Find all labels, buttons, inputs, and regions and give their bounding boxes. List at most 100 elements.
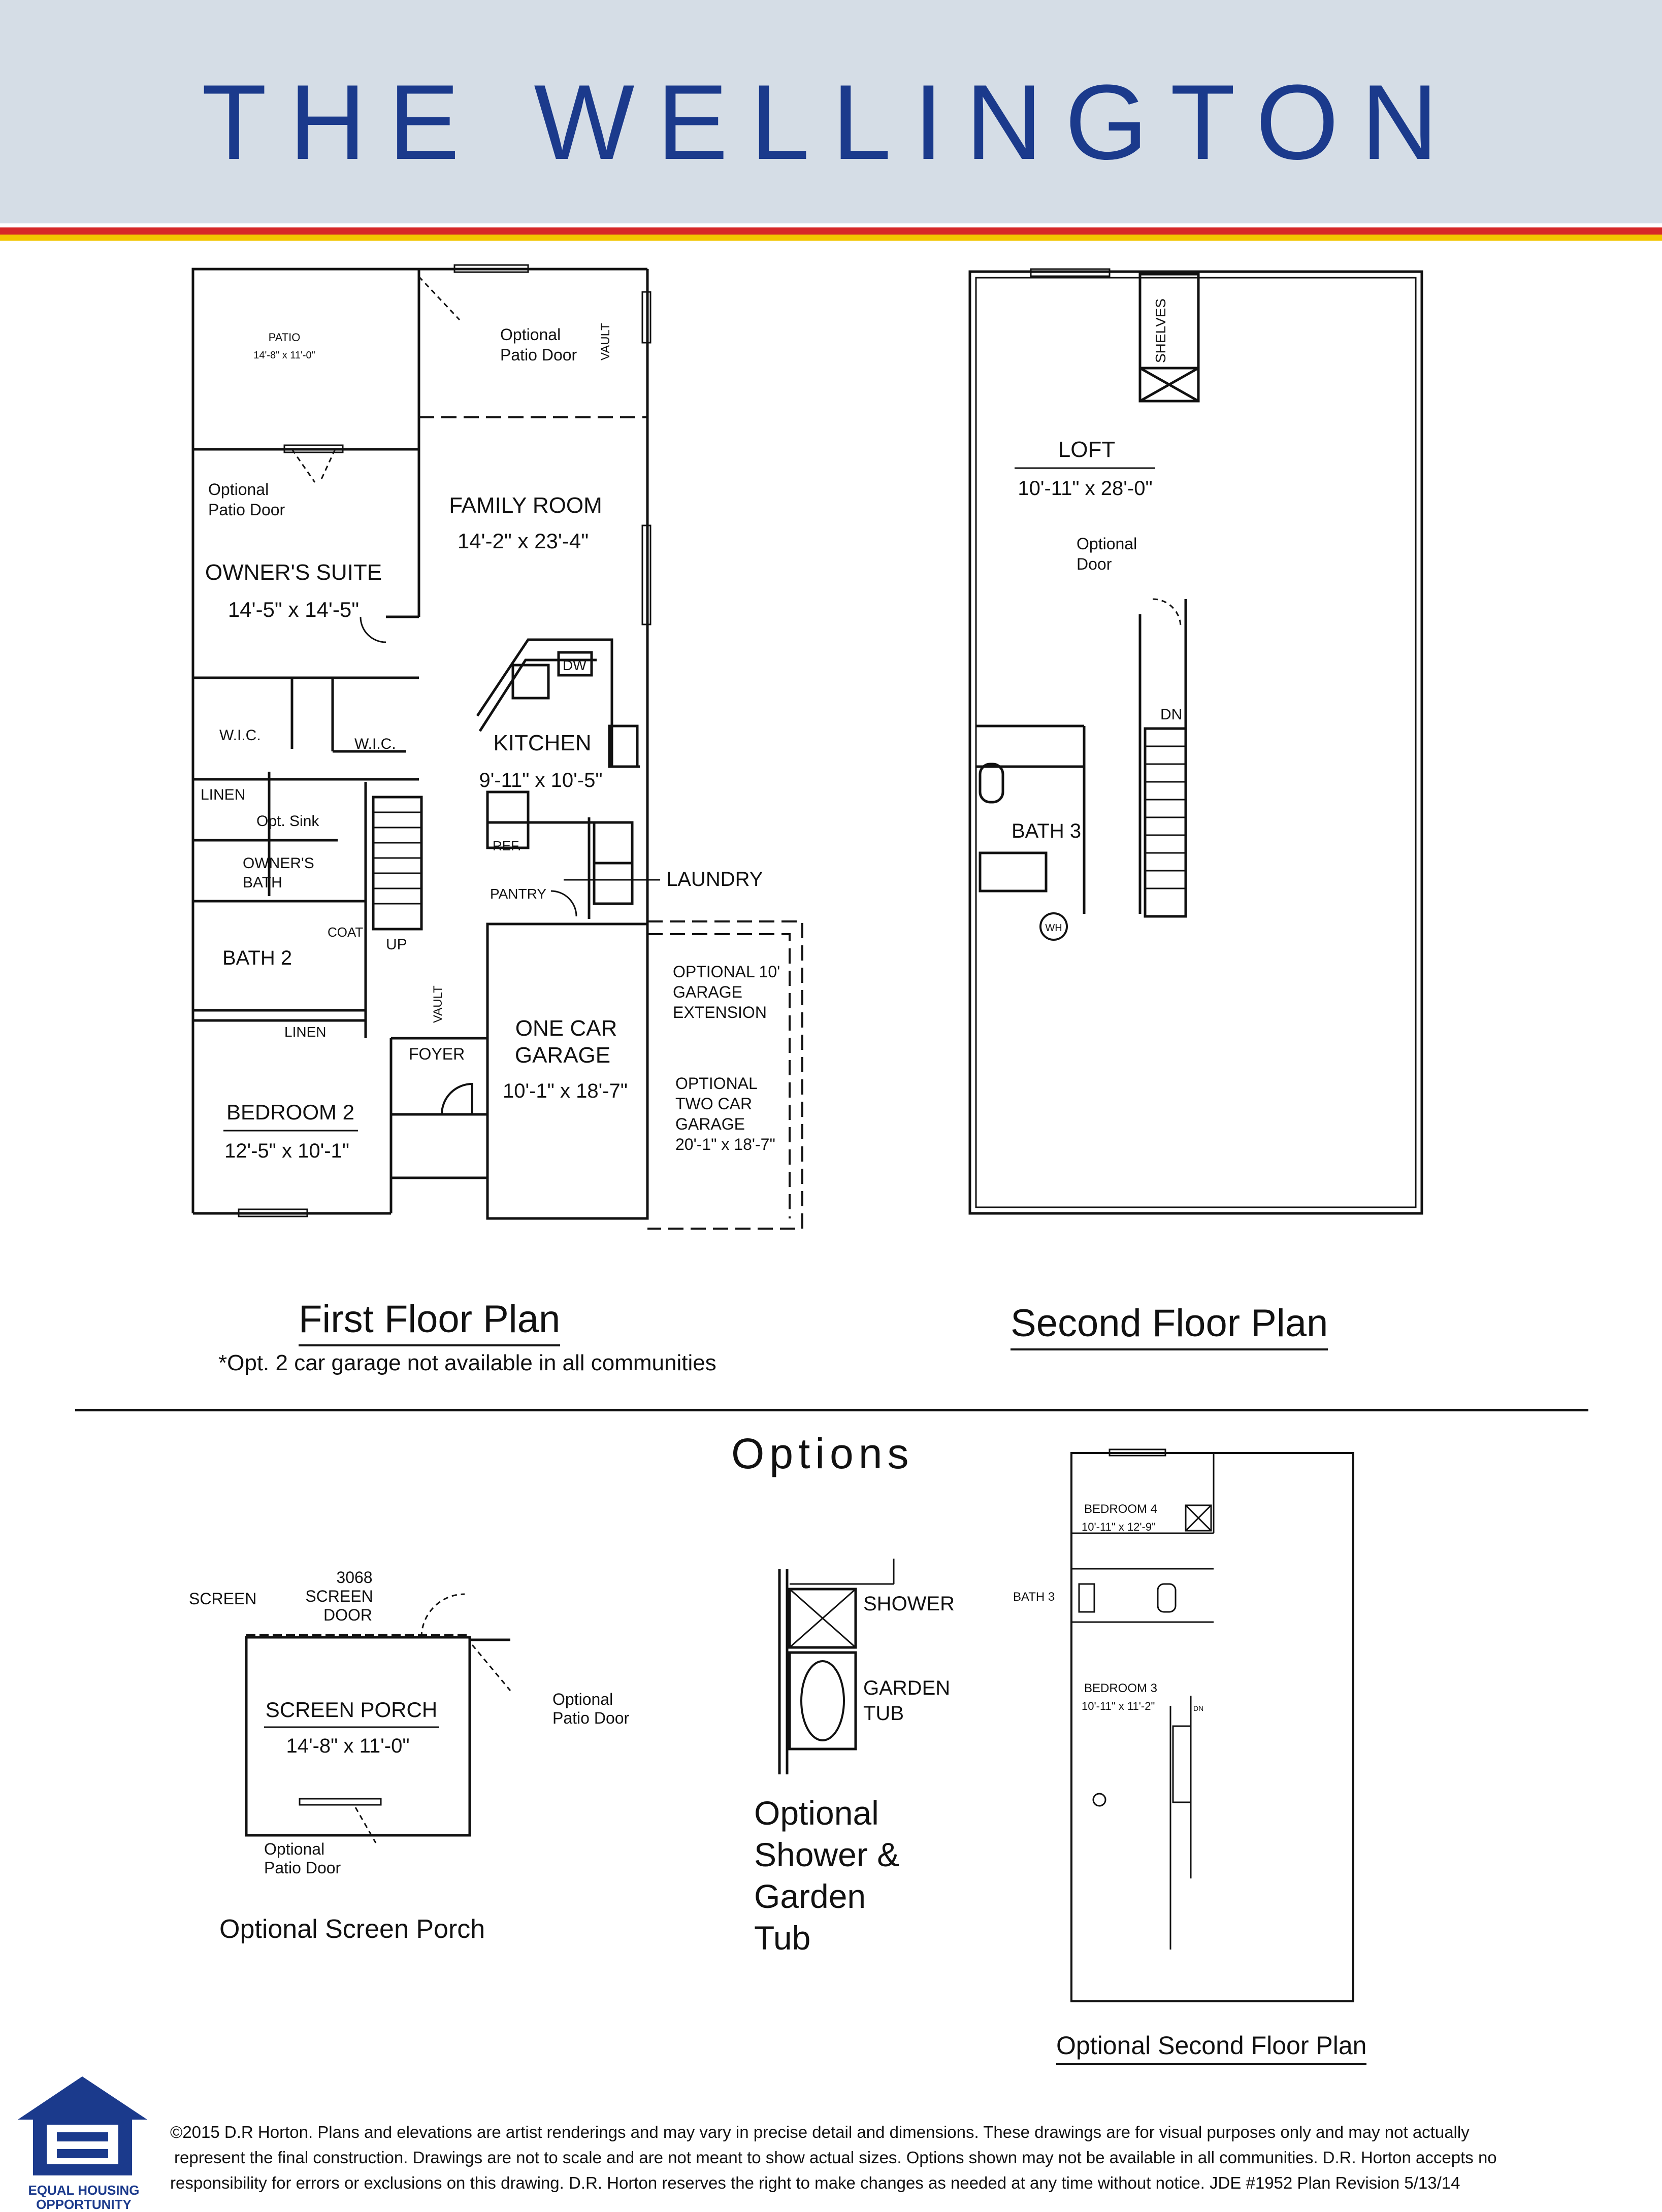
opt-dn-label: DN	[1193, 1704, 1203, 1712]
opt-10-garage-line-1: OPTIONAL 10'	[673, 963, 780, 981]
ref-label: REF.	[493, 838, 521, 853]
loft-dim: 10'-11" x 28'-0"	[1018, 477, 1152, 500]
screen-door-line-2: SCREEN	[305, 1587, 373, 1605]
bath3-label: BATH 3	[1012, 820, 1081, 842]
opt-patio-door-owner-1: Optional	[208, 480, 269, 499]
footer-line: represent the final construction. Drawin…	[174, 2148, 1497, 2167]
sp-opt-patio-door-2: Patio Door	[552, 1709, 630, 1727]
opt-two-car-line-2: TWO CAR	[675, 1095, 752, 1113]
owners-suite-dim: 14'-5" x 14'-5"	[228, 598, 359, 621]
family-room-dim: 14'-2" x 23'-4"	[458, 529, 589, 553]
garden-tub-line-1: GARDEN	[863, 1677, 950, 1699]
opt-10-garage-line-2: GARAGE	[673, 983, 742, 1001]
bedroom4-dim: 10'-11" x 12'-9"	[1082, 1521, 1156, 1533]
footer-line: responsibility for errors or exclusions …	[170, 2173, 1460, 2192]
optional-second-floor-outline	[1070, 1452, 1354, 2002]
vault-label-2: VAULT	[431, 985, 445, 1023]
opt-10-garage-line-3: EXTENSION	[673, 1003, 767, 1021]
opt-sink-label: Opt. Sink	[256, 813, 319, 830]
bedroom3-label: BEDROOM 3	[1084, 1681, 1157, 1695]
shower-tub-heading-line: Optional	[754, 1794, 879, 1832]
screen-door-line-1: 3068	[336, 1568, 372, 1587]
footer-line: ©2015 D.R Horton. Plans and elevations a…	[170, 2123, 1470, 2141]
shower-stall	[788, 1588, 857, 1649]
screen-door-line-3: DOOR	[323, 1606, 372, 1624]
shower-tub-heading-line: Tub	[754, 1919, 811, 1957]
stairs-second	[1144, 727, 1187, 918]
patio-label: PATIO	[269, 331, 301, 344]
opt-patio-door-label-2: Patio Door	[500, 346, 577, 364]
equal-housing-line: OPPORTUNITY	[36, 2197, 132, 2212]
opt-two-car-line-4: 20'-1" x 18'-7"	[675, 1135, 775, 1153]
shower-tub-heading: Optional Shower & Garden Tub	[754, 1792, 899, 1959]
wic-label-2: W.I.C.	[354, 736, 396, 752]
page-title: THE WELLINGTON	[201, 62, 1461, 182]
bedroom3-dim: 10'-11" x 11'-2"	[1082, 1700, 1155, 1712]
optional-door-line-1: Optional	[1077, 535, 1137, 553]
equal-housing-text: EQUAL HOUSING OPPORTUNITY	[15, 2183, 152, 2211]
coat-label: COAT	[328, 925, 363, 940]
owners-bath-label-2: BATH	[243, 874, 282, 891]
pantry-label: PANTRY	[490, 886, 546, 902]
owners-suite-label: OWNER'S SUITE	[205, 560, 382, 585]
opt-two-car-line-1: OPTIONAL	[675, 1074, 758, 1093]
linen-label-1: LINEN	[201, 786, 245, 803]
title-banner	[0, 0, 1662, 223]
screen-porch-heading: Optional Screen Porch	[219, 1914, 485, 1944]
second-floor-heading: Second Floor Plan	[1011, 1301, 1328, 1350]
wh-label: WH	[1045, 922, 1062, 934]
patio-dim: 14'-8" x 11'-0"	[253, 350, 315, 361]
one-car-garage	[486, 922, 649, 1220]
shower-tub-heading-line: Shower &	[754, 1836, 900, 1873]
screen-porch-name: SCREEN PORCH	[266, 1698, 437, 1722]
sp-opt-patio-door-4: Patio Door	[264, 1859, 341, 1877]
foyer-label: FOYER	[409, 1045, 465, 1063]
garage-dim: 10'-1" x 18'-7"	[503, 1080, 628, 1102]
optional-garage-outline	[647, 920, 803, 1230]
footer-disclaimer: ©2015 D.R Horton. Plans and elevations a…	[170, 2120, 1643, 2196]
refrigerator	[486, 790, 530, 849]
red-stripe	[0, 227, 1662, 235]
loft-label: LOFT	[1058, 437, 1115, 462]
second-floor-outline	[968, 270, 1423, 1215]
dn-label: DN	[1160, 706, 1182, 723]
sp-opt-patio-door-3: Optional	[264, 1840, 324, 1858]
wic-label-1: W.I.C.	[219, 727, 261, 744]
shelves-label: SHELVES	[1153, 299, 1168, 363]
kitchen-sink	[511, 664, 550, 700]
bedroom4-label: BEDROOM 4	[1084, 1502, 1157, 1516]
one-car-label: ONE CAR	[515, 1016, 617, 1041]
yellow-stripe	[0, 235, 1662, 241]
garage-label: GARAGE	[515, 1043, 610, 1068]
opt-patio-door-label-1: Optional	[500, 325, 561, 344]
opt-two-car-line-3: GARAGE	[675, 1115, 745, 1133]
shelves-closet	[1138, 273, 1200, 403]
first-floor-heading: First Floor Plan	[299, 1297, 561, 1346]
optional-door-line-2: Door	[1077, 555, 1112, 573]
shower-label: SHOWER	[863, 1593, 955, 1615]
equal-housing-line: EQUAL HOUSING	[28, 2183, 140, 2198]
screen-label: SCREEN	[189, 1590, 256, 1608]
section-divider	[75, 1409, 1588, 1411]
owners-bath-label-1: OWNER'S	[243, 855, 314, 872]
first-floor-note: *Opt. 2 car garage not available in all …	[218, 1350, 716, 1375]
kitchen-dim: 9'-11" x 10'-5"	[479, 769, 602, 791]
kitchen-label: KITCHEN	[493, 731, 591, 755]
garden-tub-line-2: TUB	[863, 1702, 904, 1725]
linen-label-2: LINEN	[284, 1024, 326, 1040]
vault-label-1: VAULT	[599, 323, 612, 360]
up-label: UP	[386, 936, 407, 953]
options-title: Options	[731, 1430, 914, 1477]
bedroom2-dim: 12'-5" x 10'-1"	[224, 1140, 349, 1162]
bath2-label: BATH 2	[222, 947, 292, 969]
sp-opt-patio-door-1: Optional	[552, 1690, 613, 1708]
optional-second-floor-heading: Optional Second Floor Plan	[1056, 2031, 1367, 2065]
opt-patio-door-owner-2: Patio Door	[208, 501, 285, 519]
dw-label: DW	[563, 657, 586, 673]
laundry-label: LAUNDRY	[666, 868, 763, 890]
shower-tub-heading-line: Garden	[754, 1877, 866, 1915]
screen-porch-dim: 14'-8" x 11'-0"	[286, 1735, 409, 1757]
opt-bath3-label: BATH 3	[1013, 1590, 1055, 1604]
stairs-first	[372, 796, 423, 931]
